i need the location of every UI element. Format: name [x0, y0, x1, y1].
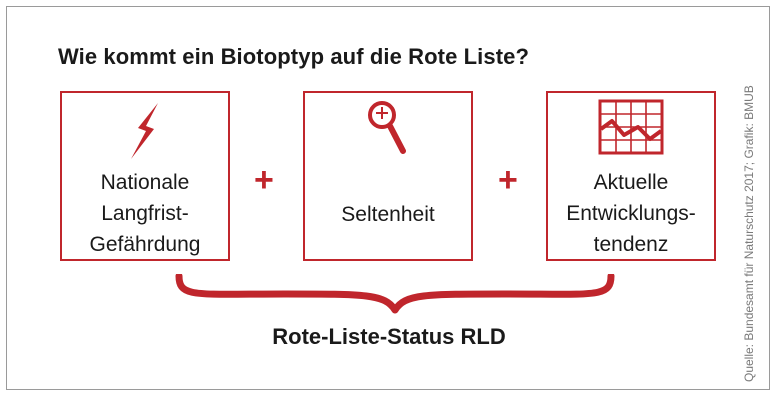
criterion-box-current-trend: Aktuelle Entwicklungs- tendenz [546, 91, 716, 261]
magnifier-icon [368, 101, 406, 154]
source-credit: Quelle: Bundesamt für Naturschutz 2017; … [742, 85, 756, 382]
criterion-label-line: Entwicklungs- [566, 202, 696, 225]
criterion-box-national-longterm-threat: Nationale Langfrist- Gefährdung [60, 91, 230, 261]
criterion-label-line: Langfrist- [101, 202, 189, 225]
criterion-label: Seltenheit [305, 199, 471, 230]
criterion-label: Nationale Langfrist- Gefährdung [62, 167, 228, 260]
curly-brace [175, 274, 615, 314]
figure-title: Wie kommt ein Biotoptyp auf die Rote Lis… [58, 44, 530, 69]
plus-operator: + [254, 161, 274, 199]
criterion-label-line: Seltenheit [341, 203, 435, 226]
plus-operator: + [498, 161, 518, 199]
criterion-label-line: Gefährdung [89, 233, 201, 256]
criterion-label: Aktuelle Entwicklungs- tendenz [548, 167, 714, 260]
lightning-icon [131, 103, 158, 159]
criterion-label-line: Nationale [100, 171, 190, 194]
criterion-label-line: Aktuelle [593, 171, 669, 194]
criterion-label-line: tendenz [593, 233, 669, 256]
trend-chart-icon [598, 99, 664, 155]
criterion-box-rarity: Seltenheit [303, 91, 473, 261]
result-status-label: Rote-Liste-Status RLD [272, 324, 506, 349]
